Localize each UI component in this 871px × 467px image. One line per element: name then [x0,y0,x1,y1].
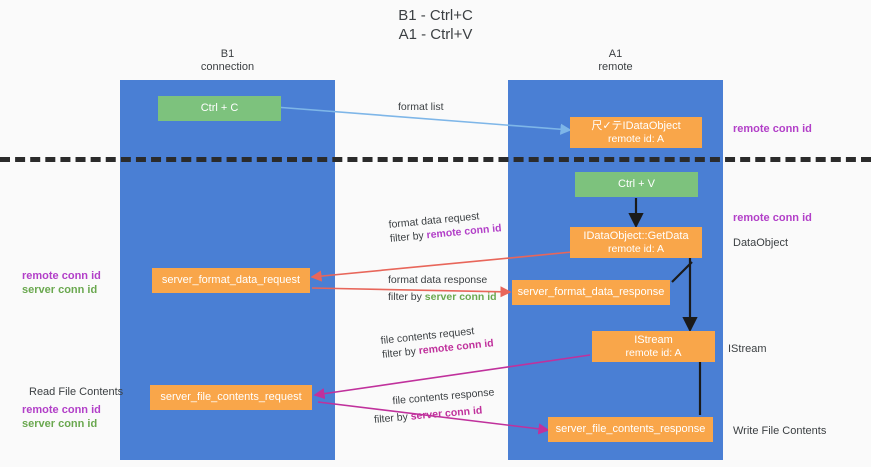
edge-label-format-data-response-filter: filter by server conn id [388,290,497,304]
box-istream[interactable]: IStream remote id: A [592,331,715,362]
filter-key-server-conn-id: server conn id [410,404,483,423]
right-label-dataobject: DataObject [733,236,788,250]
box-server-format-data-response[interactable]: server_format_data_response [512,280,670,305]
right-label-dataobject-text: DataObject [733,237,789,249]
filter-prefix: filter by [388,291,425,303]
box-ctrl-v-label: Ctrl + V [618,178,655,190]
right-label-write-file-contents: Write File Contents [733,424,826,438]
lane-a1-sub: remote [598,61,633,73]
box-server-format-data-request[interactable]: server_format_data_request [152,268,310,293]
lane-b1-name: B1 [220,48,235,60]
box-server-file-contents-request[interactable]: server_file_contents_request [150,385,312,410]
box-server-file-contents-response[interactable]: server_file_contents_response [548,417,713,442]
box-getdata-line1: IDataObject::GetData [583,229,689,242]
filter-key-server-conn-id: server conn id [424,291,497,303]
box-idataobject-line2: remote id: A [607,132,665,145]
left-label-conn-ids: remote conn id server conn id [22,269,101,297]
box-idataobject-getdata[interactable]: IDataObject::GetData remote id: A [570,227,702,258]
left-label-remote-conn-id-2: remote conn id [22,404,101,416]
right-label-istream-text: IStream [728,343,767,355]
page-title: B1 - Ctrl+C A1 - Ctrl+V [0,6,871,44]
phase-divider [0,157,871,162]
edge-label-file-contents-request: file contents request filter by remote c… [380,322,494,362]
edge-label-format-list: format list [398,100,444,114]
box-idataobject[interactable]: 尺✓テIDataObject remote id: A [570,117,702,148]
left-label-conn-ids-2: remote conn id server conn id [22,403,101,431]
right-label-istream: IStream [728,342,767,356]
box-server-format-data-response-label: server_format_data_response [517,286,665,298]
right-label-remote-conn-id-top-text: remote conn id [733,123,812,135]
box-ctrl-c[interactable]: Ctrl + C [158,96,281,121]
right-label-remote-conn-id-mid: remote conn id [733,211,812,225]
right-label-remote-conn-id-mid-text: remote conn id [733,212,812,224]
lane-a1-name: A1 [608,48,623,60]
title-line-1: B1 - Ctrl+C [398,7,473,24]
edge-label-format-data-response-text: format data response [388,274,488,286]
box-idataobject-line1: 尺✓テIDataObject [591,119,681,132]
left-label-server-conn-id-2: server conn id [22,418,98,430]
lane-header-a1: A1 remote [508,48,723,74]
title-line-2: A1 - Ctrl+V [398,26,473,43]
edge-label-file-contents-response: file contents response filter by server … [372,385,496,427]
edge-label-format-list-text: format list [398,101,444,113]
box-istream-line2: remote id: A [625,346,682,359]
left-label-server-conn-id: server conn id [22,284,98,296]
box-server-file-contents-request-label: server_file_contents_request [160,391,302,403]
box-getdata-line2: remote id: A [607,242,665,255]
edge-label-file-contents-response-filter: filter by server conn id [373,402,496,427]
right-label-remote-conn-id-top: remote conn id [733,122,812,136]
box-server-file-contents-response-label: server_file_contents_response [555,423,706,435]
edge-label-format-data-request: format data request filter by remote con… [388,207,502,246]
box-server-format-data-request-label: server_format_data_request [161,274,301,286]
left-label-read-file-contents: Read File Contents [29,385,123,399]
filter-prefix: filter by [373,410,412,426]
edge-label-format-data-response: format data response filter by server co… [388,273,497,304]
lane-b1-sub: connection [200,61,255,73]
filter-prefix: filter by [381,345,420,361]
box-ctrl-c-label: Ctrl + C [200,102,239,114]
box-ctrl-v[interactable]: Ctrl + V [575,172,698,197]
lane-header-b1: B1 connection [120,48,335,74]
left-label-read-file-contents-text: Read File Contents [29,386,124,398]
right-label-write-file-contents-text: Write File Contents [733,425,827,437]
left-label-remote-conn-id: remote conn id [22,270,101,282]
box-istream-line1: IStream [634,333,673,346]
filter-prefix: filter by [389,229,428,245]
